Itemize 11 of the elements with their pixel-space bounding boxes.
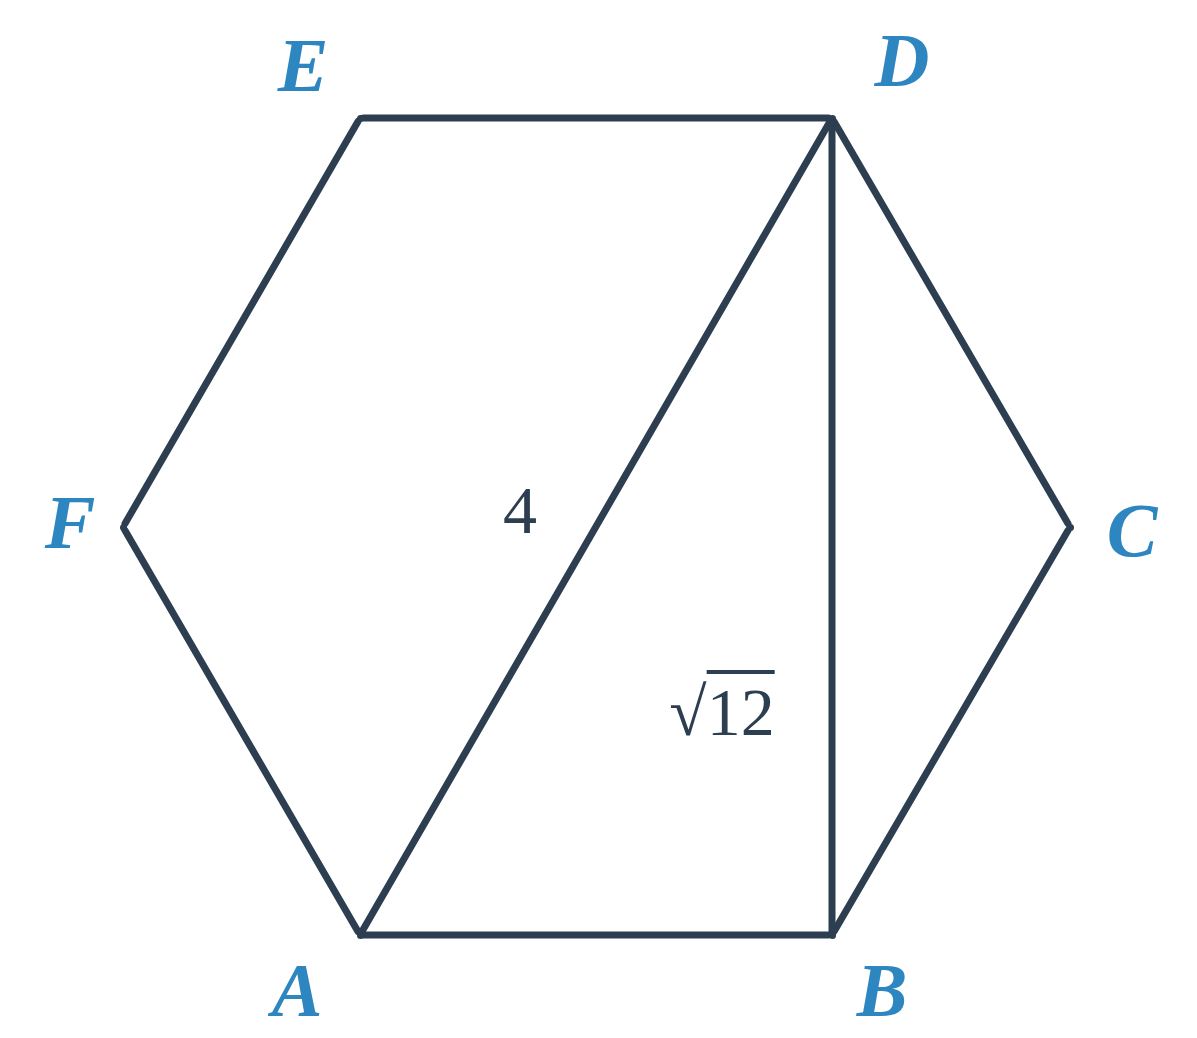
vertex-point <box>119 523 127 531</box>
polygon-side <box>121 527 362 935</box>
vertex-point <box>1066 523 1074 531</box>
vertex-label: F <box>44 484 96 560</box>
polygon-side <box>828 118 836 935</box>
vertex-point <box>356 114 364 122</box>
vertex-label: D <box>874 22 930 98</box>
vertex-label: B <box>856 952 908 1028</box>
polygon-side <box>121 118 362 527</box>
vertex-label: E <box>277 27 329 103</box>
vertex-label: C <box>1106 492 1158 568</box>
